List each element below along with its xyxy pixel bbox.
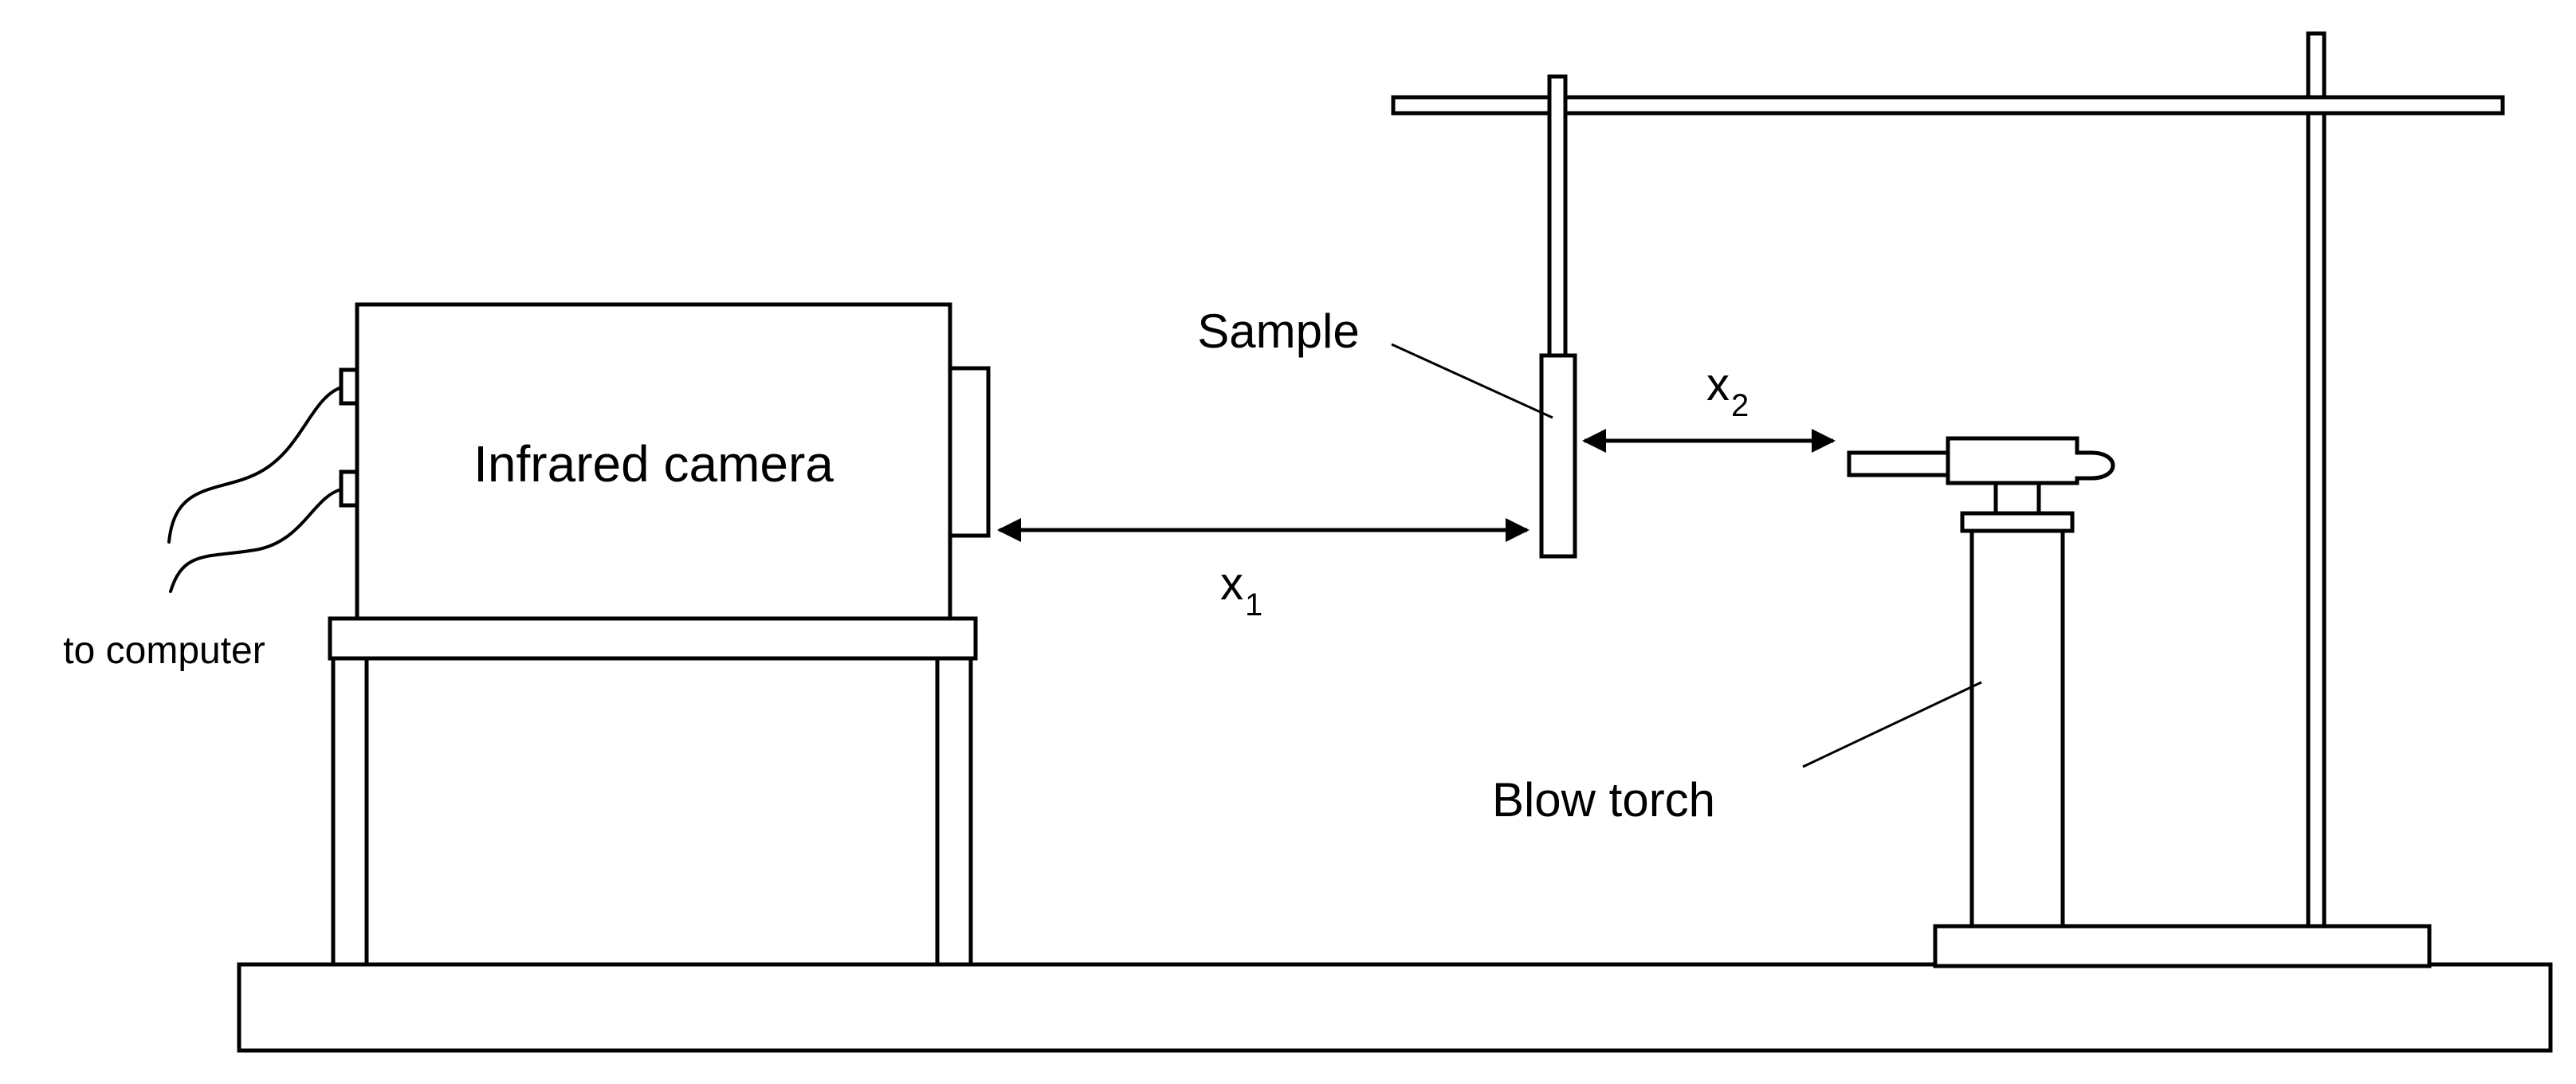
computer-cable-bottom: [169, 488, 343, 593]
torch-head: [1946, 436, 2115, 485]
camera-table-leg-right: [935, 656, 973, 967]
camera-table-top: [328, 616, 978, 661]
camera-table-leg-left: [331, 656, 369, 967]
x1-label-subscript: 1: [1245, 587, 1262, 623]
infrared-camera-body: [355, 302, 952, 621]
torch-nozzle: [1847, 450, 1950, 477]
sample-hanger-rod: [1547, 74, 1568, 358]
camera-lens: [948, 366, 991, 538]
camera-connector-bottom: [339, 469, 359, 508]
sample-leader-line: [1391, 343, 1553, 419]
computer-label: to computer: [63, 630, 265, 672]
stand-rod: [2306, 31, 2327, 933]
sample-label: Sample: [1197, 304, 1359, 358]
x1-label: x 1: [1220, 558, 1262, 623]
x2-label-subscript: 2: [1731, 388, 1749, 423]
torch-leader-line: [1802, 681, 1982, 768]
sample: [1539, 353, 1577, 559]
torch-base: [1933, 924, 2432, 968]
stand-horizontal-bar: [1391, 95, 2505, 116]
torch-label: Blow torch: [1492, 773, 1715, 827]
base-platform: [237, 962, 2553, 1053]
x1-label-base: x: [1220, 558, 1243, 610]
camera-connector-top: [339, 367, 359, 406]
x2-label-base: x: [1706, 359, 1730, 410]
torch-column: [1969, 516, 2065, 929]
camera-label: Infrared camera: [473, 435, 834, 493]
torch-column-cap: [1960, 511, 2075, 533]
x2-label: x 2: [1706, 359, 1749, 423]
computer-cable-top: [167, 386, 343, 544]
